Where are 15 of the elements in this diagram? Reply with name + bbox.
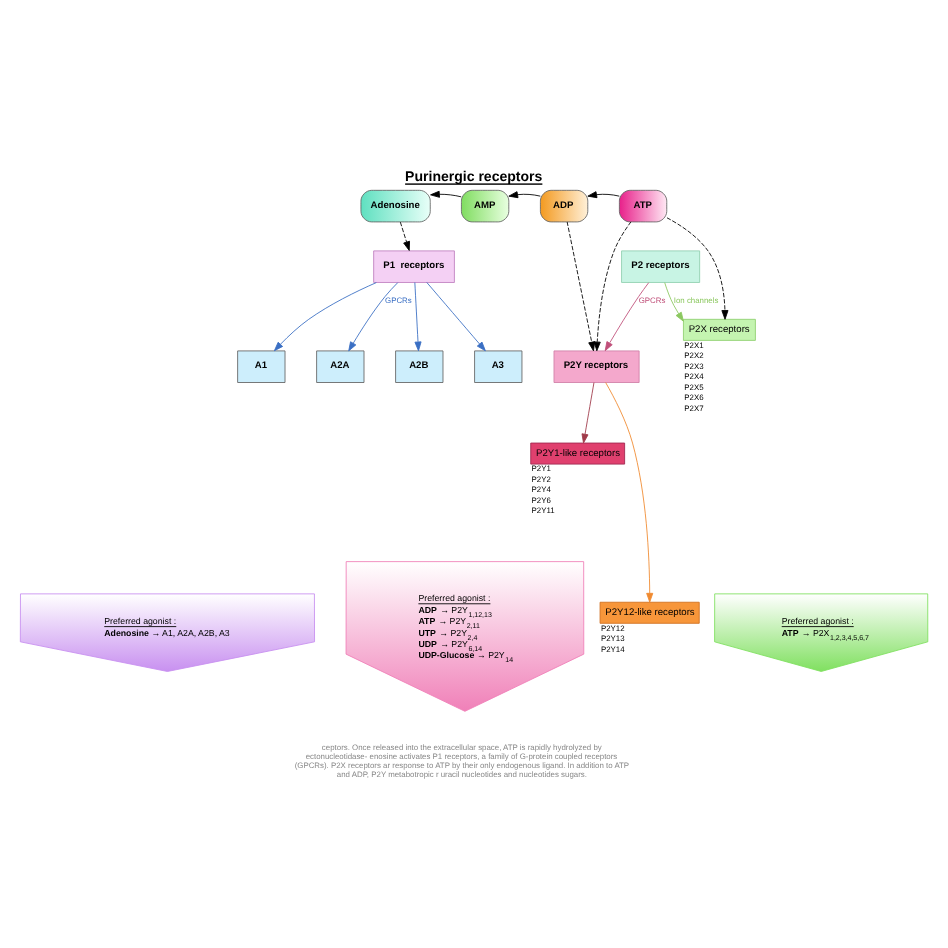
arrow: [273, 281, 377, 351]
arrow: [604, 281, 650, 351]
arrow: [587, 190, 620, 198]
arrow: [664, 281, 684, 321]
arrow: [348, 281, 399, 351]
arrow: [593, 220, 632, 351]
arrow: [605, 381, 654, 602]
arrow: [426, 281, 486, 351]
arrow: [399, 220, 410, 250]
arrow: [566, 220, 596, 351]
arrow: [414, 281, 422, 351]
arrow: [508, 190, 541, 198]
arrow: [581, 381, 595, 443]
arrow: [666, 216, 729, 319]
arrow: [430, 189, 462, 197]
